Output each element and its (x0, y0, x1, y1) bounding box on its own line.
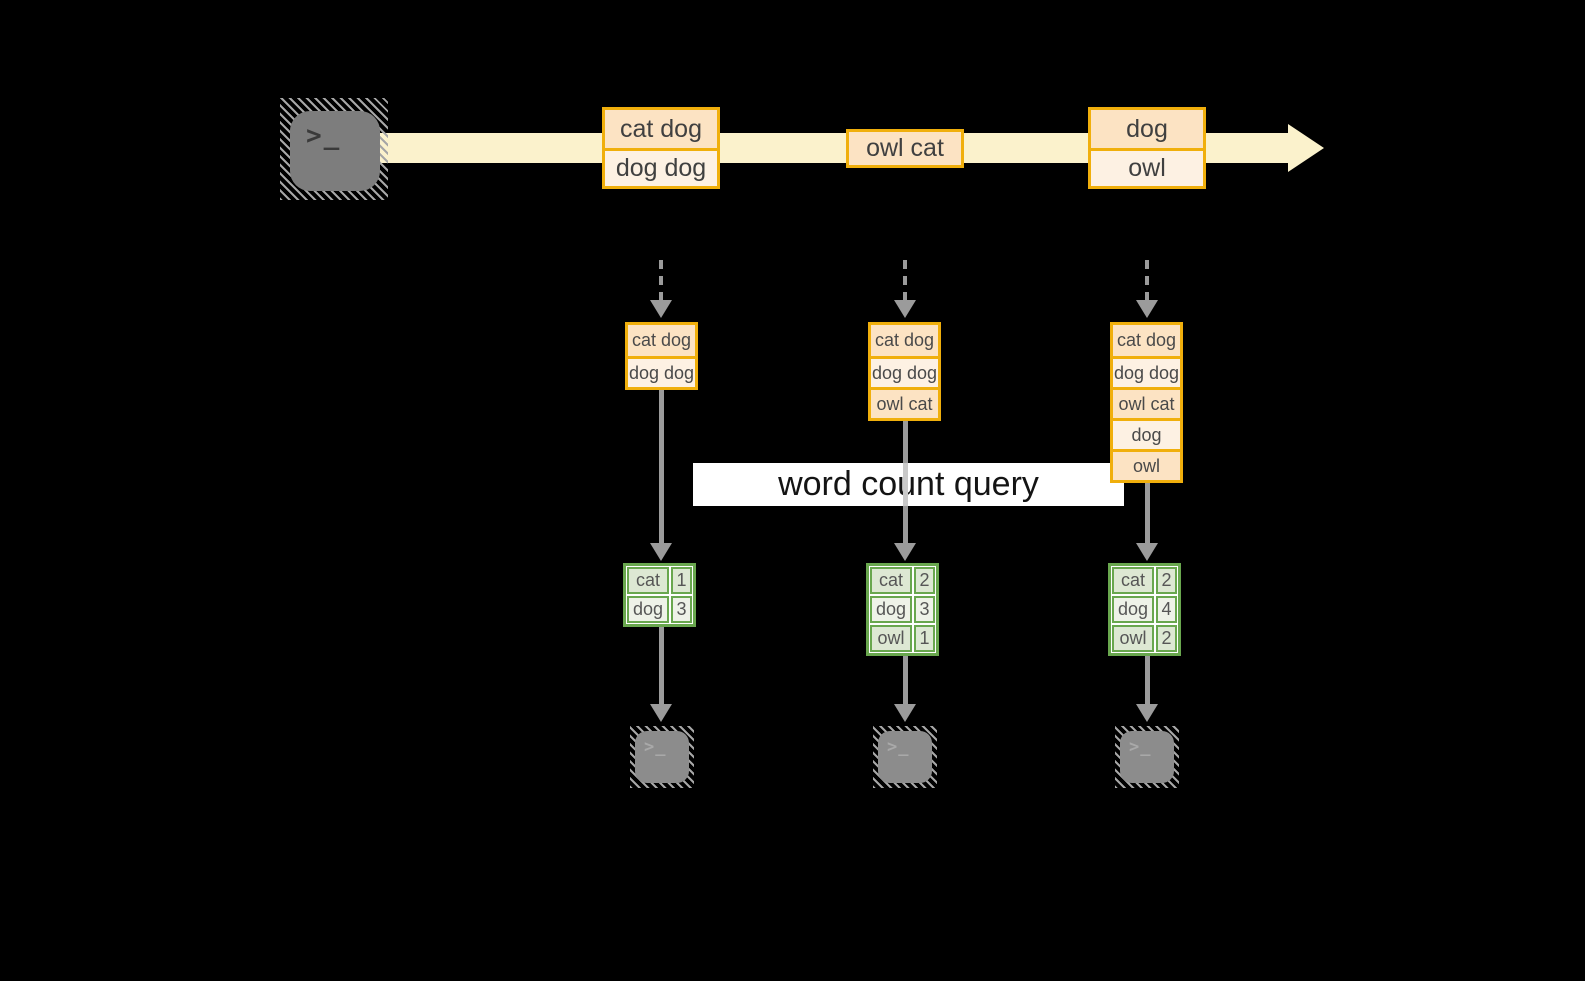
count-value-cell: 2 (1156, 625, 1177, 652)
count-value-cell: 1 (671, 567, 692, 594)
buffer-record: owl (1113, 449, 1180, 480)
connector-arrowhead-6-icon (1136, 704, 1158, 722)
terminal-icon: >_ (635, 731, 689, 783)
dashed-arrowhead-1-icon (650, 300, 672, 318)
connector-arrowhead-5-icon (894, 704, 916, 722)
count-value-cell: 4 (1156, 596, 1177, 623)
connector-arrowhead-3-icon (1136, 543, 1158, 561)
buffer-record: cat dog (1113, 325, 1180, 356)
buffer-record: dog dog (871, 356, 938, 387)
connector-5 (903, 656, 908, 704)
prompt-icon: >_ (306, 121, 342, 151)
stream-record-box-3: dog owl (1088, 107, 1206, 189)
stream-record: dog dog (605, 148, 717, 186)
connector-1 (659, 387, 664, 543)
query-banner-label: word count query (778, 465, 1039, 503)
terminal-source-icon: >_ (280, 98, 388, 200)
stream-record-box-1: cat dog dog dog (602, 107, 720, 189)
dashed-arrow-3 (1145, 260, 1149, 302)
terminal-icon: >_ (878, 731, 932, 783)
dashed-arrow-2 (903, 260, 907, 302)
terminal-icon: >_ (290, 111, 380, 191)
buffer-record: dog dog (1113, 356, 1180, 387)
prompt-icon: >_ (644, 737, 667, 757)
buffer-record: dog dog (628, 356, 695, 387)
stream-arrowhead-icon (1288, 124, 1324, 172)
buffer-stack-3: cat dog dog dog owl cat dog owl (1110, 322, 1183, 483)
dashed-arrowhead-3-icon (1136, 300, 1158, 318)
connector-arrowhead-2-icon (894, 543, 916, 561)
terminal-sink-2-icon: >_ (873, 726, 937, 788)
count-table-3: cat 2 dog 4 owl 2 (1108, 563, 1181, 656)
count-table-1: cat 1 dog 3 (623, 563, 696, 627)
stream-record: owl cat (849, 132, 961, 165)
count-word-cell: dog (627, 596, 669, 623)
count-word-cell: cat (627, 567, 669, 594)
dashed-arrowhead-2-icon (894, 300, 916, 318)
buffer-record: owl cat (871, 387, 938, 418)
stream-record: dog (1091, 110, 1203, 148)
connector-2-through-banner (903, 463, 908, 506)
connector-6 (1145, 656, 1150, 704)
count-word-cell: dog (1112, 596, 1154, 623)
count-value-cell: 3 (671, 596, 692, 623)
connector-arrowhead-1-icon (650, 543, 672, 561)
count-table-2: cat 2 dog 3 owl 1 (866, 563, 939, 656)
count-value-cell: 3 (914, 596, 935, 623)
buffer-record: owl cat (1113, 387, 1180, 418)
count-word-cell: cat (1112, 567, 1154, 594)
connector-arrowhead-4-icon (650, 704, 672, 722)
buffer-stack-1: cat dog dog dog (625, 322, 698, 390)
count-value-cell: 1 (914, 625, 935, 652)
connector-3 (1145, 483, 1150, 543)
count-word-cell: owl (870, 625, 912, 652)
prompt-icon: >_ (887, 737, 910, 757)
buffer-record: dog (1113, 418, 1180, 449)
buffer-record: cat dog (871, 325, 938, 356)
count-word-cell: dog (870, 596, 912, 623)
prompt-icon: >_ (1129, 737, 1152, 757)
connector-4 (659, 627, 664, 704)
count-word-cell: cat (870, 567, 912, 594)
buffer-stack-2: cat dog dog dog owl cat (868, 322, 941, 421)
stream-record: owl (1091, 148, 1203, 186)
terminal-icon: >_ (1120, 731, 1174, 783)
stream-record: cat dog (605, 110, 717, 148)
terminal-sink-3-icon: >_ (1115, 726, 1179, 788)
buffer-record: cat dog (628, 325, 695, 356)
terminal-sink-1-icon: >_ (630, 726, 694, 788)
count-word-cell: owl (1112, 625, 1154, 652)
dashed-arrow-1 (659, 260, 663, 302)
count-value-cell: 2 (914, 567, 935, 594)
stream-record-box-2: owl cat (846, 129, 964, 168)
count-value-cell: 2 (1156, 567, 1177, 594)
query-banner: word count query (693, 463, 1124, 506)
